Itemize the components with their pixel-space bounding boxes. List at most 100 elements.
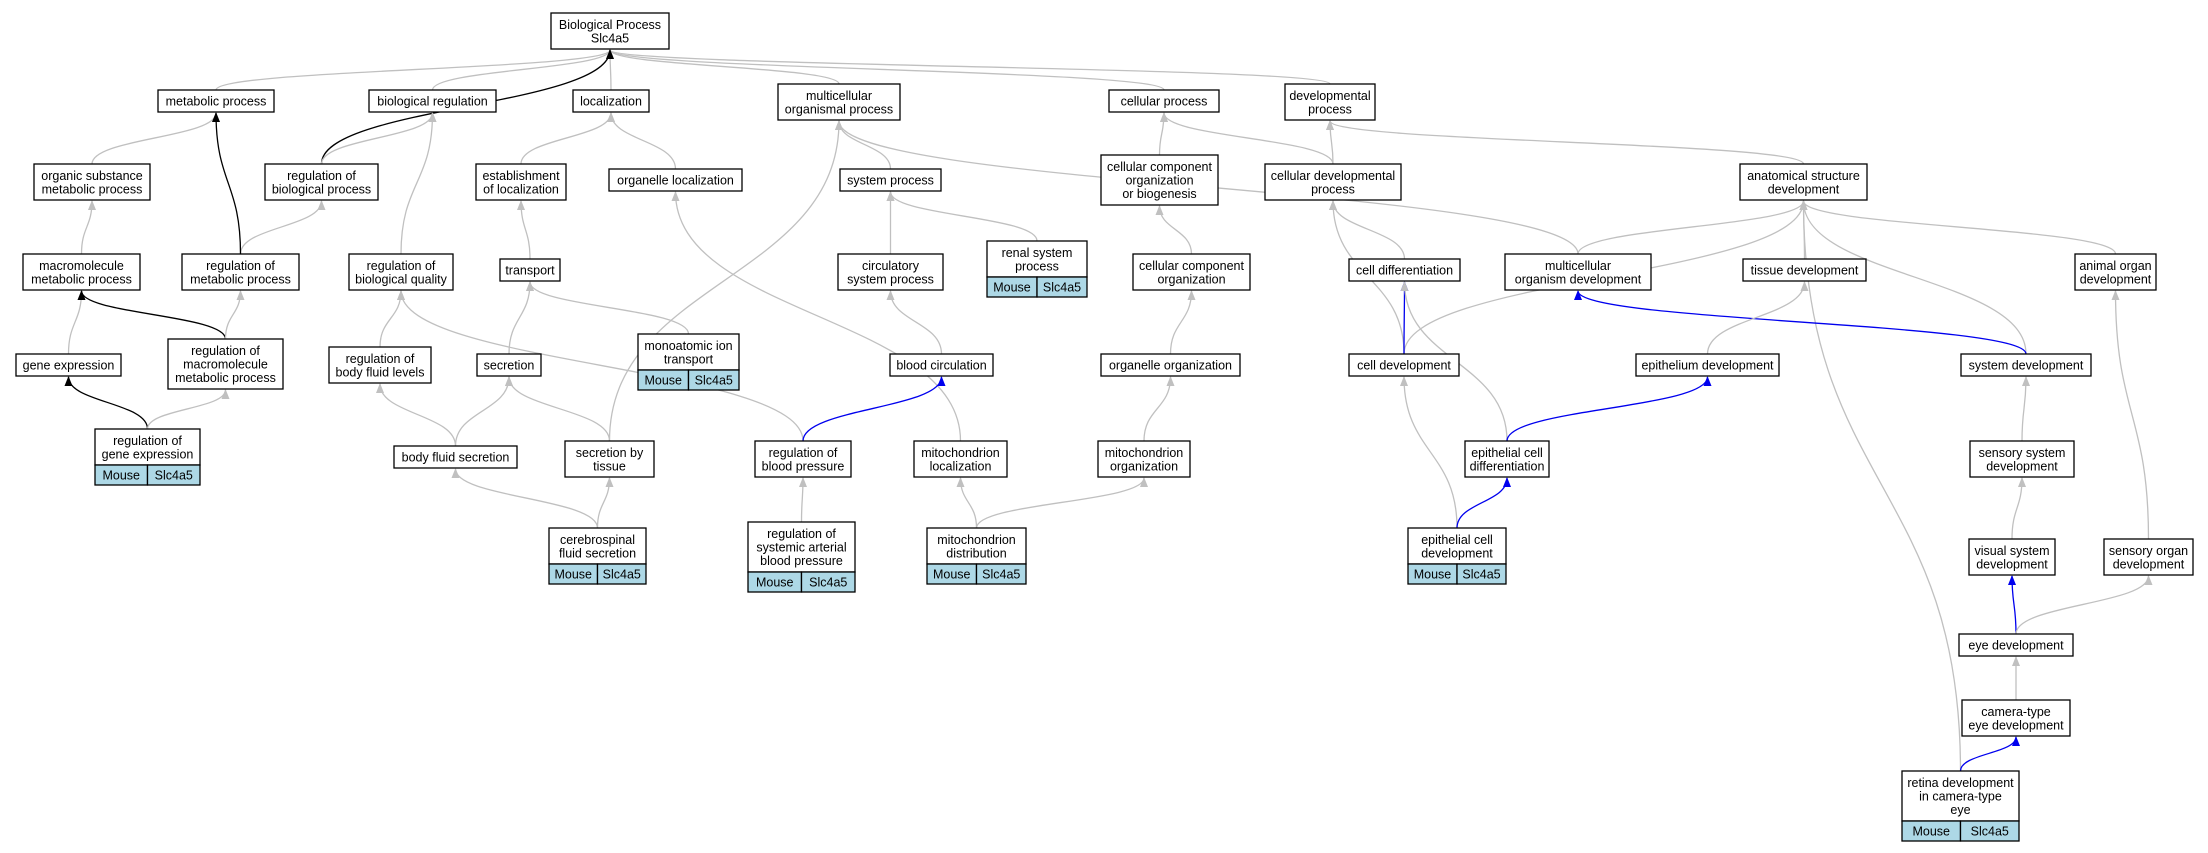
node-box: [2074, 253, 2157, 291]
node-bloodcirc[interactable]: blood circulation: [889, 353, 994, 377]
node-sysdev[interactable]: system development: [1960, 353, 2092, 377]
node-label: retina development: [1907, 776, 2014, 790]
node-label: system process: [847, 272, 934, 286]
node-label: visual system: [1974, 544, 2049, 558]
node-label: Biological Process: [559, 18, 661, 32]
edge-eye-to-visual: [2008, 575, 2017, 635]
annotation-species: Mouse: [756, 576, 794, 590]
node-box: [889, 353, 994, 377]
edge-multicell-to-bp: [606, 49, 840, 85]
annotation-gene: Slc4a5: [603, 568, 641, 582]
node-box: [754, 440, 852, 478]
node-label: localization: [580, 95, 642, 109]
node-box: [348, 253, 454, 291]
node-label: cell development: [1357, 359, 1451, 373]
node-eye[interactable]: eye development: [1958, 633, 2074, 657]
edge-regmacro-to-regmetab: [224, 290, 245, 340]
node-label: blood circulation: [896, 359, 986, 373]
node-box: [1100, 353, 1241, 377]
node-label: tissue development: [1751, 264, 1859, 278]
node-epidev[interactable]: epithelium development: [1635, 353, 1780, 377]
node-label: Slc4a5: [591, 31, 629, 45]
edges-layer: [64, 49, 2153, 772]
node-box: [572, 89, 650, 113]
node-celldev[interactable]: cell development: [1348, 353, 1460, 377]
annotation-gene: Slc4a5: [1971, 825, 2009, 839]
edge-sensys-to-sysdev: [2021, 376, 2030, 442]
node-label: differentiation: [1470, 459, 1545, 473]
node-cellular[interactable]: cellular process: [1108, 89, 1220, 113]
node-box: [94, 428, 201, 466]
node-transport[interactable]: transport: [499, 258, 561, 282]
node-sysproc[interactable]: system process: [839, 168, 942, 192]
node-box: [913, 440, 1008, 478]
node-label: cell differentiation: [1356, 264, 1453, 278]
node-tissue[interactable]: tissue development: [1742, 258, 1867, 282]
node-label: development: [2113, 557, 2185, 571]
edge-metabolic-to-bp: [215, 49, 614, 91]
node-bioreg[interactable]: biological regulation: [368, 89, 497, 113]
node-orgorg[interactable]: organelle organization: [1100, 353, 1241, 377]
node-metabolic[interactable]: metabolic process: [157, 89, 275, 113]
node-label: metabolic process: [175, 371, 276, 385]
node-box: [157, 89, 275, 113]
edge-renal-to-sysproc: [886, 191, 1038, 242]
node-box: [1504, 253, 1652, 291]
node-label: body fluid secretion: [402, 451, 510, 465]
node-secretion[interactable]: secretion: [476, 353, 542, 377]
annotation-species: Mouse: [1912, 825, 1950, 839]
node-label: animal organ: [2079, 259, 2151, 273]
node-geneexp[interactable]: gene expression: [15, 353, 122, 377]
node-box: [15, 353, 122, 377]
edge-epidev-to-tissue: [1706, 281, 1809, 355]
node-label: developmental: [1289, 89, 1370, 103]
node-celldiff[interactable]: cell differentiation: [1348, 258, 1461, 282]
node-bfsec[interactable]: body fluid secretion: [393, 445, 518, 469]
node-box: [1739, 163, 1868, 201]
node-label: organelle organization: [1109, 359, 1232, 373]
node-label: biological quality: [355, 272, 447, 286]
edge-visual-to-sensys: [2011, 477, 2026, 540]
node-box: [548, 527, 647, 565]
node-organelleloc[interactable]: organelle localization: [608, 168, 743, 192]
annotation-gene-cell: [1456, 563, 1507, 585]
node-label: circulatory: [862, 259, 920, 273]
node-label: development: [2080, 272, 2152, 286]
node-localization[interactable]: localization: [572, 89, 650, 113]
